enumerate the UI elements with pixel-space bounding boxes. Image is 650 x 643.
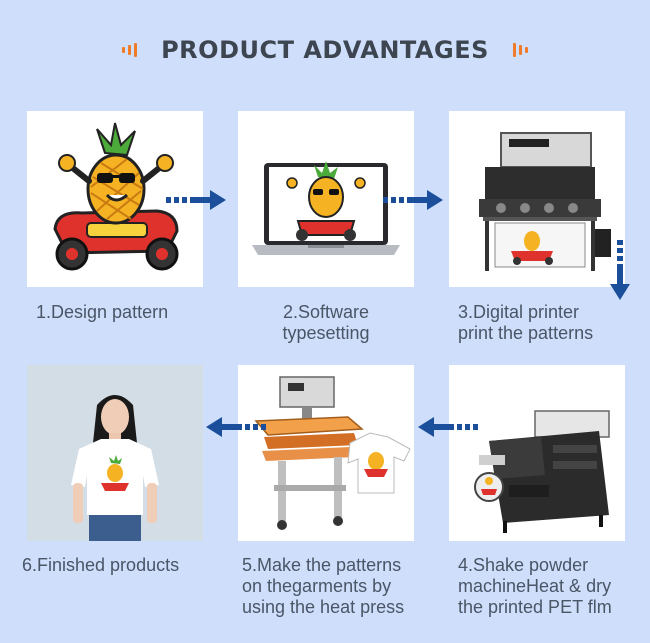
step-2-caption: 2.Software typesetting bbox=[238, 302, 414, 344]
step-1-image bbox=[27, 111, 203, 287]
shaker-dryer-machine-icon bbox=[474, 410, 610, 533]
page-title: PRODUCT ADVANTAGES bbox=[161, 36, 489, 64]
step-2-caption-line2: typesetting bbox=[282, 323, 370, 343]
arrow-right-icon bbox=[166, 190, 226, 210]
step-6-image bbox=[27, 365, 203, 541]
step-4-caption-line2: machineHeat & dry bbox=[458, 576, 612, 596]
step-5-caption: 5.Make the patterns on thegarments by us… bbox=[242, 555, 404, 618]
step-1-caption: 1.Design pattern bbox=[36, 302, 168, 323]
step-4-caption-line3: the printed PET flm bbox=[458, 597, 612, 617]
step-4-caption-line1: 4.Shake powder bbox=[458, 555, 589, 575]
step-4-caption: 4.Shake powder machineHeat & dry the pri… bbox=[458, 555, 612, 618]
step-2-image bbox=[238, 111, 414, 287]
arrow-right-icon bbox=[383, 190, 443, 210]
heat-press-machine-icon bbox=[254, 376, 411, 530]
step-5-caption-line1: 5.Make the patterns bbox=[242, 555, 402, 575]
step-6-caption: 6.Finished products bbox=[22, 555, 179, 576]
step-4-image bbox=[449, 365, 625, 541]
step-5-image bbox=[238, 365, 414, 541]
model-in-tshirt-photo bbox=[27, 365, 203, 541]
title-decoration-right bbox=[512, 43, 528, 57]
step-3-caption-line1: 3.Digital printer bbox=[458, 302, 580, 322]
dtf-printer-icon bbox=[479, 132, 611, 271]
arrow-down-icon bbox=[610, 240, 630, 300]
pineapple-gokart-illustration bbox=[53, 122, 179, 271]
step-5-caption-line3: using the heat press bbox=[242, 597, 405, 617]
step-6-caption-line1: 6.Finished products bbox=[22, 555, 180, 575]
step-3-caption-line2: print the patterns bbox=[458, 323, 594, 343]
laptop-icon bbox=[252, 161, 400, 255]
arrow-left-icon bbox=[418, 417, 478, 437]
step-2-caption-line1: 2.Software bbox=[282, 302, 370, 322]
arrow-left-icon bbox=[206, 417, 266, 437]
step-5-caption-line2: on thegarments by bbox=[242, 576, 392, 596]
step-1-caption-line1: 1.Design pattern bbox=[36, 302, 169, 322]
step-3-caption: 3.Digital printer print the patterns bbox=[458, 302, 593, 344]
step-3-image bbox=[449, 111, 625, 287]
title-decoration-left bbox=[122, 43, 138, 57]
header: PRODUCT ADVANTAGES bbox=[0, 30, 650, 70]
